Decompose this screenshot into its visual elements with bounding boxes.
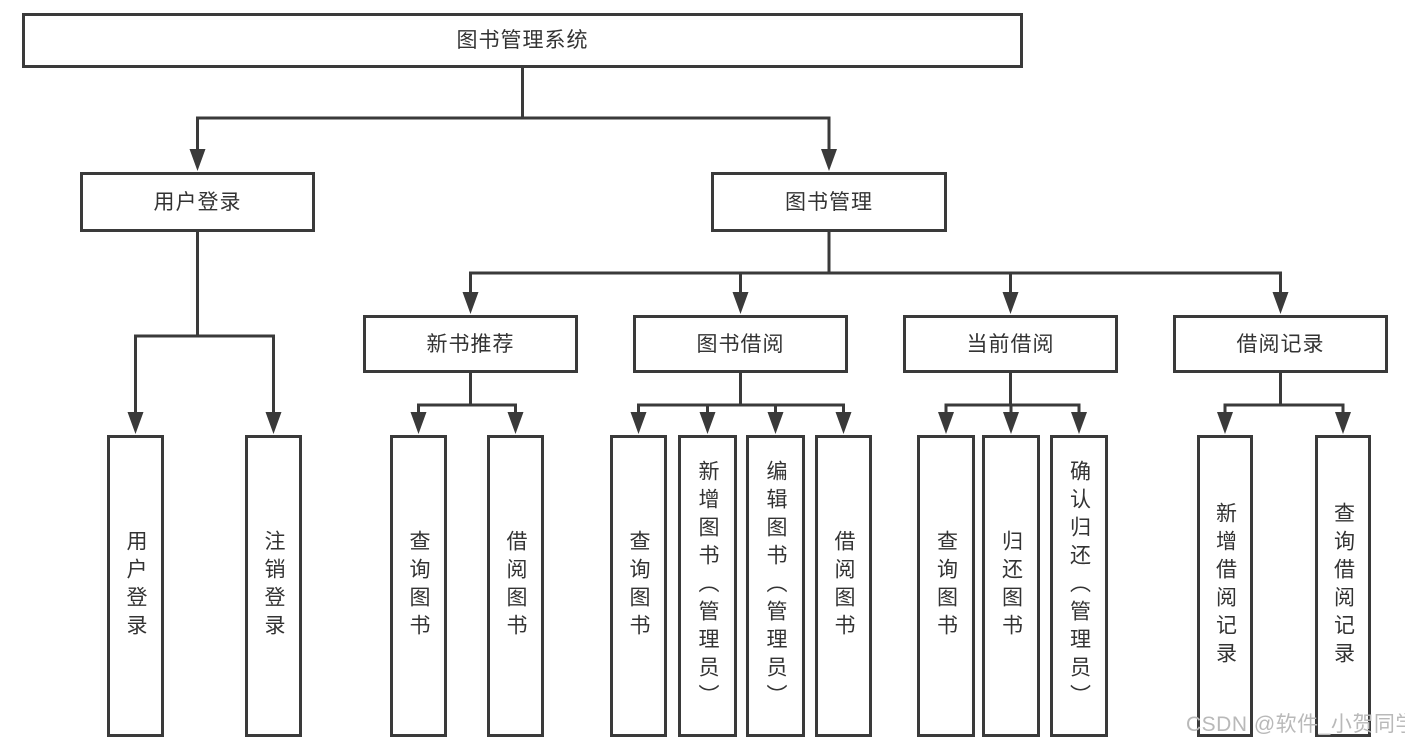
leaf-add-borrow-record: 新增借阅记录	[1197, 435, 1253, 737]
node-new-book-recommend: 新书推荐	[363, 315, 578, 373]
node-label: 新增图书（管理员）	[696, 460, 720, 712]
arrow-down-icon	[1071, 412, 1087, 434]
node-borrowing-records: 借阅记录	[1173, 315, 1388, 373]
node-label: 新书推荐	[426, 332, 515, 356]
node-label: 注销登录	[262, 530, 286, 642]
node-library-management-system: 图书管理系统	[22, 13, 1023, 68]
node-label: 用户登录	[124, 530, 148, 642]
leaf-borrowing-borrow-book: 借阅图书	[815, 435, 872, 737]
leaf-user-login: 用户登录	[107, 435, 164, 737]
node-label: 借阅图书	[832, 530, 856, 642]
node-label: 当前借阅	[966, 332, 1055, 356]
node-label: 借阅图书	[504, 530, 528, 642]
node-book-management: 图书管理	[711, 172, 947, 232]
node-label: 查询图书	[627, 530, 651, 642]
arrow-down-icon	[938, 412, 954, 434]
arrowhead-group	[127, 149, 1351, 434]
leaf-return-book: 归还图书	[982, 435, 1040, 737]
node-current-borrowing: 当前借阅	[903, 315, 1118, 373]
arrow-down-icon	[1003, 412, 1019, 434]
node-label: 查询图书	[934, 530, 958, 642]
arrow-down-icon	[410, 412, 427, 434]
leaf-confirm-return-admin: 确认归还（管理员）	[1050, 435, 1108, 737]
node-book-borrowing: 图书借阅	[633, 315, 848, 373]
node-label: 借阅记录	[1236, 332, 1325, 356]
arrow-down-icon	[699, 412, 716, 434]
leaf-logout: 注销登录	[245, 435, 302, 737]
arrow-down-icon	[127, 412, 144, 434]
arrow-down-icon	[1272, 292, 1289, 314]
arrow-down-icon	[1217, 412, 1233, 434]
node-label: 编辑图书（管理员）	[764, 460, 788, 712]
node-user-login: 用户登录	[80, 172, 315, 232]
arrow-down-icon	[732, 292, 749, 314]
arrow-down-icon	[1335, 412, 1351, 434]
node-label: 查询图书	[407, 530, 431, 642]
arrow-down-icon	[265, 412, 282, 434]
node-label: 图书管理	[785, 190, 873, 214]
arrow-down-icon	[507, 412, 524, 434]
leaf-current-query-book: 查询图书	[917, 435, 975, 737]
node-label: 归还图书	[999, 530, 1023, 642]
arrow-down-icon	[189, 149, 206, 171]
node-label: 图书借阅	[696, 332, 785, 356]
leaf-recommend-borrow-book: 借阅图书	[487, 435, 544, 737]
leaf-recommend-query-book: 查询图书	[390, 435, 447, 737]
leaf-borrowing-query-book: 查询图书	[610, 435, 667, 737]
node-label: 新增借阅记录	[1213, 502, 1237, 670]
arrow-down-icon	[821, 149, 837, 171]
node-label: 确认归还（管理员）	[1067, 460, 1091, 712]
arrow-down-icon	[1002, 292, 1019, 314]
node-label: 用户登录	[153, 190, 242, 214]
node-label: 图书管理系统	[456, 29, 589, 52]
arrow-down-icon	[835, 412, 852, 434]
leaf-add-book-admin: 新增图书（管理员）	[678, 435, 737, 737]
arrow-down-icon	[630, 412, 647, 434]
arrow-down-icon	[767, 412, 784, 434]
leaf-edit-book-admin: 编辑图书（管理员）	[746, 435, 805, 737]
node-label: 查询借阅记录	[1331, 502, 1355, 670]
leaf-query-borrow-record: 查询借阅记录	[1315, 435, 1371, 737]
arrow-down-icon	[462, 292, 479, 314]
csdn-watermark: CSDN @软件_小贺同学	[1186, 713, 1405, 736]
